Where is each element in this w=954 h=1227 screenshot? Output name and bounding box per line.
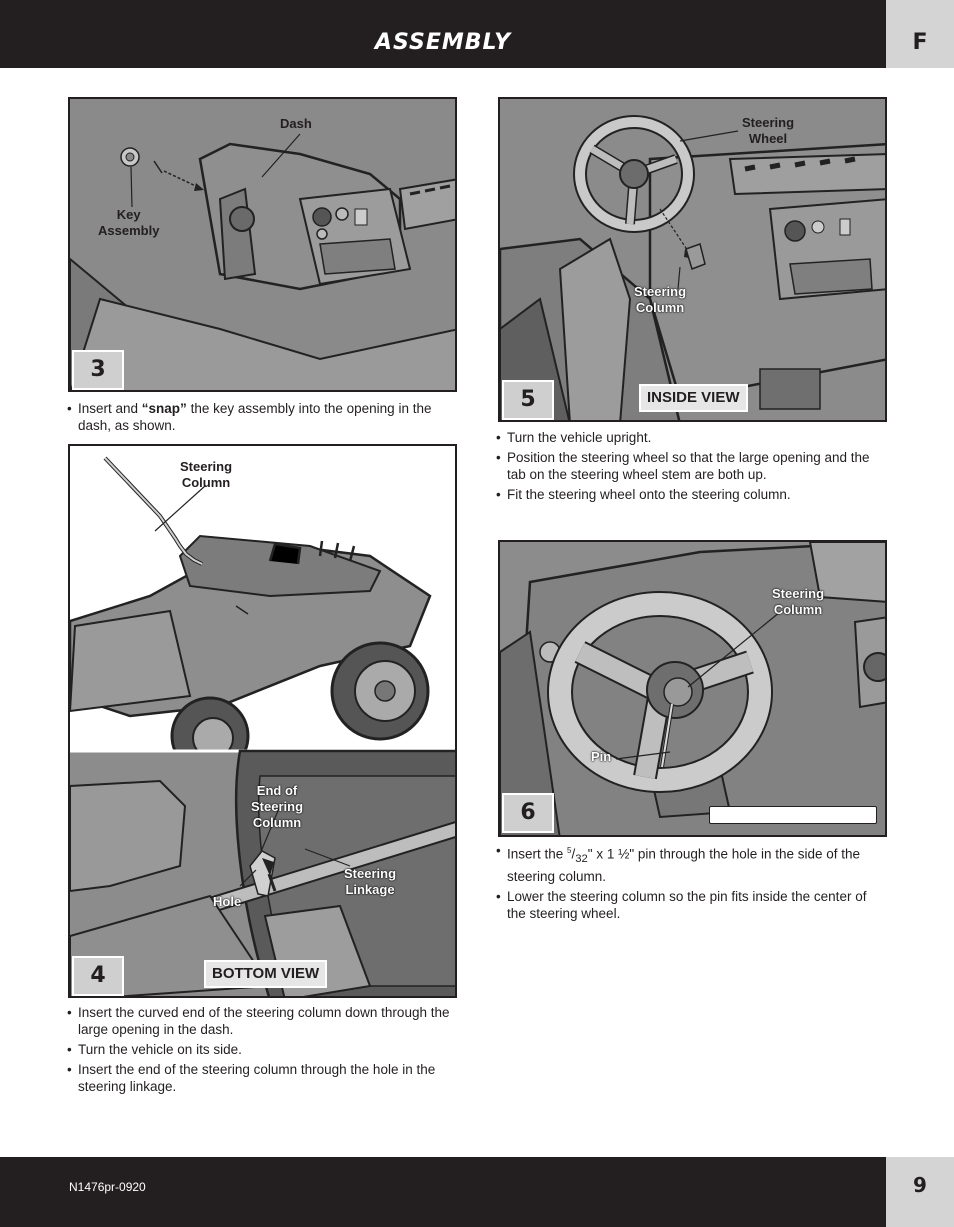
inside-view-label: INSIDE VIEW — [639, 384, 748, 412]
step-4-instructions: •Insert the curved end of the steering c… — [67, 1004, 452, 1098]
end-of-steering-column-callout: End of Steering Column — [251, 783, 304, 830]
step-number-3: 3 — [72, 350, 124, 390]
step-6-instructions: •Insert the 5/32" x 1 ½" pin through the… — [496, 842, 881, 925]
step-6-illustration: Steering Column Pin 6 — [498, 540, 887, 837]
step-4-bullet-3: •Insert the end of the steering column t… — [67, 1062, 436, 1094]
step-5-bullet-1: •Turn the vehicle upright. — [496, 430, 652, 445]
section-tab: F — [886, 0, 954, 68]
steering-column-callout-6: Steering Column — [772, 586, 825, 617]
step-3-bullet-1: •Insert and “snap” the key assembly into… — [67, 401, 432, 433]
step-5-illustration: Steering Wheel Steering Column 5 INSIDE … — [498, 97, 887, 422]
bottom-view-label: BOTTOM VIEW — [204, 960, 328, 988]
bottom-view-drawing — [70, 446, 455, 996]
step-5-bullet-2: •Position the steering wheel so that the… — [496, 450, 870, 482]
steering-wheel-closeup-drawing — [500, 542, 885, 835]
page-number: 9 — [886, 1157, 954, 1227]
step-number-4: 4 — [72, 956, 124, 996]
page-header: ASSEMBLY — [0, 0, 886, 68]
page-title: ASSEMBLY — [374, 30, 512, 55]
step-5-instructions: •Turn the vehicle upright. •Position the… — [496, 429, 881, 506]
step-4-bullet-2: •Turn the vehicle on its side. — [67, 1042, 242, 1057]
step-4-illustration: Steering Column End of Steering Column S… — [68, 444, 457, 998]
step-number-6: 6 — [502, 793, 554, 833]
page-footer — [0, 1157, 886, 1227]
key-assembly-callout: Key Assembly — [98, 207, 160, 238]
step-6-bullet-1: •Insert the 5/32" x 1 ½" pin through the… — [496, 843, 861, 885]
steering-linkage-callout: Steering Linkage — [344, 866, 397, 897]
dash-callout: Dash — [280, 116, 312, 131]
step-5-bullet-3: •Fit the steering wheel onto the steerin… — [496, 487, 791, 502]
dash-drawing — [70, 99, 455, 390]
step-4-bullet-1: •Insert the curved end of the steering c… — [67, 1005, 450, 1037]
hole-callout: Hole — [213, 894, 242, 909]
blank-label-box — [709, 806, 877, 824]
steering-column-callout-5: Steering Column — [634, 284, 687, 315]
step-number-5: 5 — [502, 380, 554, 420]
inside-view-drawing — [500, 99, 885, 420]
pin-callout: Pin — [591, 749, 612, 764]
step-6-bullet-2: •Lower the steering column so the pin fi… — [496, 889, 867, 922]
steering-wheel-callout: Steering Wheel — [742, 115, 795, 146]
step-3-illustration: Dash Key Assembly 3 — [68, 97, 457, 392]
step-3-instructions: •Insert and “snap” the key assembly into… — [67, 400, 452, 437]
steering-column-callout: Steering Column — [180, 459, 233, 490]
document-code: N1476pr-0920 — [69, 1180, 146, 1194]
